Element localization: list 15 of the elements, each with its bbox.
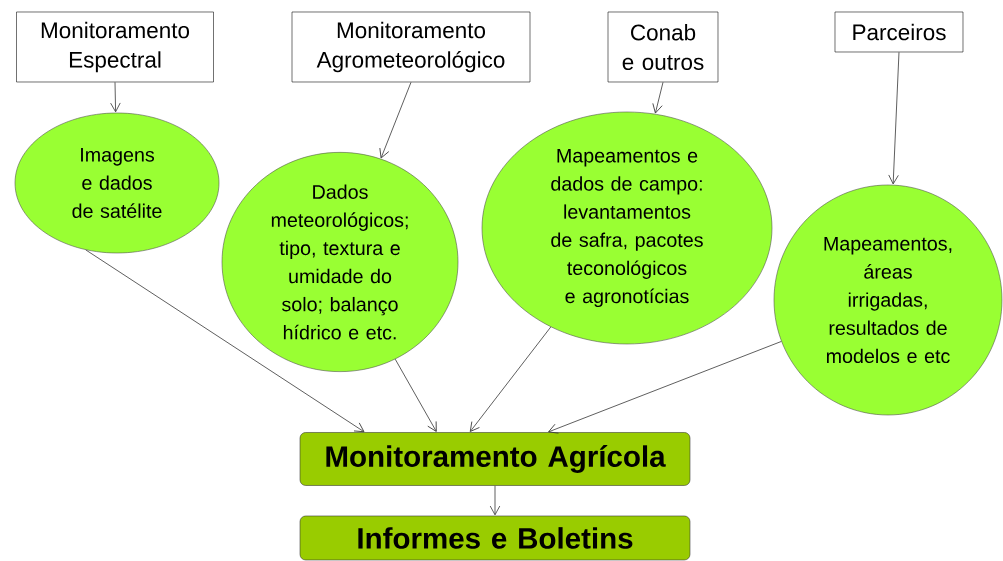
arrow [888,51,900,185]
arrow [489,485,501,516]
source-box: Conab e outros [607,11,719,83]
source-box: Monitoramento Espectral [16,11,214,83]
arrow [652,81,664,114]
arrow [379,81,412,159]
arrow [110,81,121,113]
arrow [548,341,782,434]
arrow [469,326,552,432]
result-box: Informes e Boletins [299,515,691,561]
source-box: Parceiros [834,11,964,53]
arrow [394,358,437,432]
source-box: Monitoramento Agrometeorológico [291,11,531,83]
result-box: Monitoramento Agrícola [299,432,691,486]
arrow [85,249,365,433]
